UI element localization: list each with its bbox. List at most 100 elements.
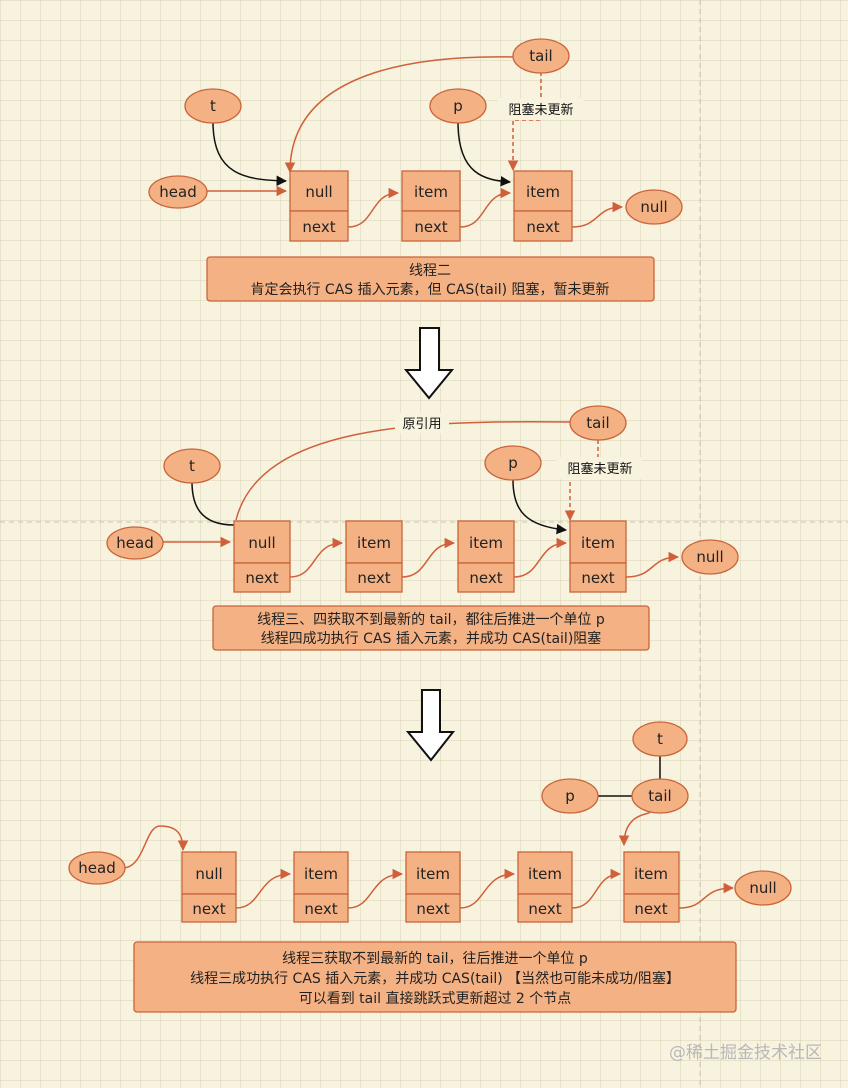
watermark: @稀土掘金技术社区 (669, 1043, 822, 1063)
list-node-next (293, 893, 349, 923)
p-label: p (508, 454, 518, 472)
node-value: item (414, 183, 448, 201)
list-node-item (513, 170, 573, 212)
item3-next-arrow (625, 551, 680, 578)
tail-label: tail (586, 414, 609, 432)
null-terminal (734, 870, 792, 906)
list-node-next (289, 210, 349, 242)
list-node-next (457, 562, 515, 593)
head-label: head (78, 859, 115, 877)
node-value: item (634, 865, 668, 883)
node-value: item (416, 865, 450, 883)
item-next-arrow (459, 187, 512, 228)
list-node-next (517, 893, 573, 923)
list-node-item (517, 851, 573, 895)
node-value: item (581, 534, 615, 552)
node-next: next (414, 218, 447, 236)
node-next: next (581, 569, 614, 587)
node-value: item (357, 534, 391, 552)
tail-label: tail (529, 47, 552, 65)
null-terminal (681, 539, 739, 575)
caption-line: 线程二 (409, 263, 451, 279)
item2-next-arrow (513, 537, 568, 578)
tail-stale-pointer (564, 440, 599, 522)
null-terminal-label: null (696, 548, 723, 566)
null-terminal (625, 189, 683, 225)
null-next-arrow (235, 868, 292, 909)
p-node (484, 445, 542, 481)
orig-ref-bg (395, 413, 449, 433)
node-value: item (469, 534, 503, 552)
down-arrow-icon (405, 689, 456, 762)
stale-note: 阻塞未更新 (508, 102, 573, 118)
t-label: t (189, 457, 195, 475)
item-next-arrow (347, 868, 404, 909)
stale-note-bg (556, 457, 642, 479)
caption-line: 线程三获取不到最新的 tail，往后推进一个单位 p (282, 951, 588, 967)
list-node-next (513, 210, 573, 242)
t-node (184, 88, 242, 124)
p-label: p (453, 97, 463, 115)
stage-2: 原引用 head t p tail 阻塞未更新 null next item n… (106, 405, 739, 651)
list-node-item (401, 170, 461, 212)
item4-next-arrow (678, 882, 735, 909)
item3-next-arrow (571, 868, 622, 909)
t-pointer (191, 481, 235, 526)
list-node-next (405, 893, 461, 923)
head-label: head (159, 183, 196, 201)
head-node (148, 175, 208, 209)
tail-node (631, 778, 689, 814)
node-value: null (305, 183, 332, 201)
p-label: p (565, 787, 575, 805)
t-pointer (212, 121, 288, 187)
p-node (541, 778, 599, 814)
caption-line: 肯定会执行 CAS 插入元素，但 CAS(tail) 阻塞，暂未更新 (250, 281, 609, 298)
tail-stale-pointer (507, 72, 542, 172)
list-node-next (181, 893, 237, 923)
null-next-arrow (289, 537, 344, 578)
node-next: next (357, 569, 390, 587)
list-node-item (293, 851, 349, 895)
stale-note: 阻塞未更新 (567, 461, 632, 477)
t-node (163, 448, 221, 484)
tail-label: tail (648, 787, 671, 805)
caption-box-2 (212, 605, 650, 651)
list-node-item (345, 520, 403, 564)
down-arrow-icon (403, 327, 455, 400)
list-node-next (569, 562, 627, 593)
node-next: next (192, 900, 225, 918)
head-to-null-arrow (123, 825, 189, 869)
list-node-null (289, 170, 349, 212)
stage-3: head t p tail null next item next item n… (68, 721, 792, 1013)
node-next: next (634, 900, 667, 918)
null-terminal-label: null (640, 198, 667, 216)
t-label: t (210, 97, 216, 115)
node-next: next (245, 569, 278, 587)
caption-line: 线程三成功执行 CAS 插入元素，并成功 CAS(tail) 【当然也可能未成功… (190, 970, 680, 987)
node-next: next (302, 218, 335, 236)
node-next: next (469, 569, 502, 587)
p-node (429, 88, 487, 124)
stale-note-bg (498, 98, 584, 120)
p-pointer (512, 479, 568, 535)
head-label: head (116, 534, 153, 552)
null-next-arrow (347, 187, 400, 228)
null-terminal-label: null (749, 879, 776, 897)
tail-node (569, 405, 627, 441)
orig-ref-note: 原引用 (402, 417, 441, 432)
caption-line: 可以看到 tail 直接跳跃式更新超过 2 个节点 (299, 990, 572, 1007)
tail-original-pointer (235, 420, 571, 521)
node-value: null (195, 865, 222, 883)
tail-node (512, 38, 570, 74)
list-node-next (401, 210, 461, 242)
node-value: item (304, 865, 338, 883)
node-next: next (528, 900, 561, 918)
node-value: item (526, 183, 560, 201)
caption-box-1 (206, 256, 655, 302)
item2-next-arrow (459, 868, 516, 909)
node-next: next (416, 900, 449, 918)
caption-line: 线程三、四获取不到最新的 tail，都往后推进一个单位 p (257, 612, 605, 628)
caption-line: 线程四成功执行 CAS 插入元素，并成功 CAS(tail)阻塞 (261, 630, 602, 647)
list-node-next (623, 893, 680, 923)
